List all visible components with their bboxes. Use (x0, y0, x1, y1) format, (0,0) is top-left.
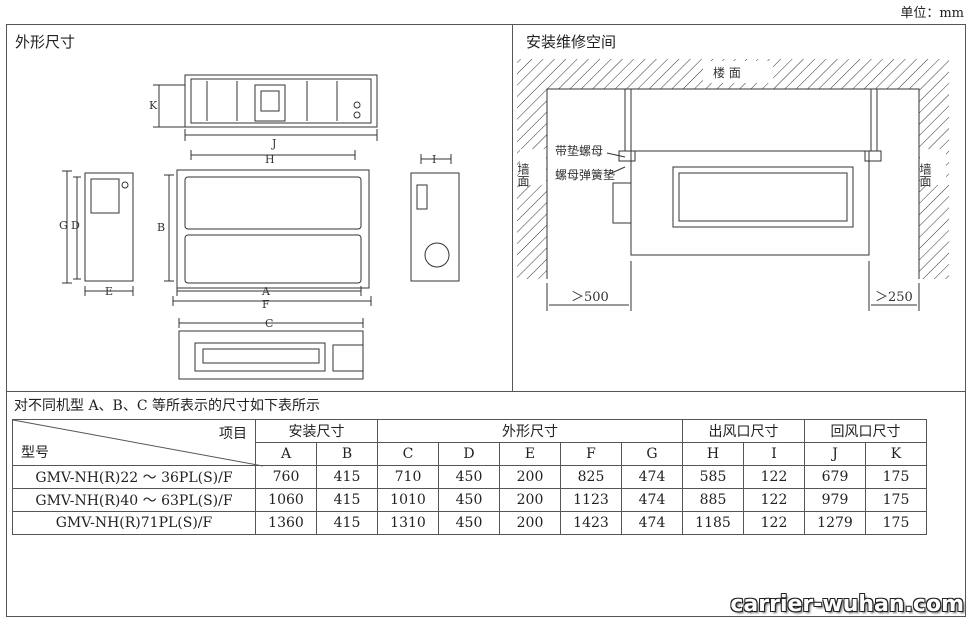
wall-right-label: 墙面 (918, 163, 932, 187)
col-header: F (560, 442, 622, 466)
bottom-view-body (178, 330, 364, 380)
value-cell: 825 (560, 465, 622, 489)
nut-spring-label: 螺母弹簧垫 (555, 167, 615, 182)
dim-b: B (157, 221, 165, 234)
col-header: I (743, 442, 805, 466)
group-install: 安装尺寸 (255, 419, 378, 443)
col-header: H (682, 442, 744, 466)
dim-i: I (432, 153, 436, 166)
dim-k: K (149, 99, 158, 112)
col-header: C (377, 442, 439, 466)
value-cell: 175 (865, 465, 927, 489)
value-cell: 200 (499, 465, 561, 489)
col-header: A (255, 442, 317, 466)
group-return: 回风口尺寸 (804, 419, 927, 443)
model-cell: GMV-NH(R)22 ～ 36PL(S)/F (12, 465, 256, 489)
value-cell: 122 (743, 511, 805, 535)
value-cell: 1279 (804, 511, 866, 535)
outline-dimensions-title: 外形尺寸 (15, 33, 76, 51)
value-cell: 450 (438, 511, 500, 535)
value-cell: 122 (743, 465, 805, 489)
value-cell: 1010 (377, 488, 439, 512)
value-cell: 679 (804, 465, 866, 489)
value-cell: 1423 (560, 511, 622, 535)
front-view-body (176, 169, 370, 289)
col-header: E (499, 442, 561, 466)
section-divider-horizontal (7, 391, 965, 392)
value-cell: 175 (865, 488, 927, 512)
group-outlet: 出风口尺寸 (682, 419, 805, 443)
col-header: D (438, 442, 500, 466)
dim-h: H (265, 153, 275, 166)
value-cell: 1310 (377, 511, 439, 535)
value-cell: 760 (255, 465, 317, 489)
value-cell: 200 (499, 511, 561, 535)
dim-d: D (71, 219, 80, 232)
dim-c: C (265, 317, 273, 330)
dim-a: A (261, 285, 271, 298)
dim-j: J (271, 137, 276, 150)
value-cell: 450 (438, 465, 500, 489)
value-cell: 415 (316, 465, 378, 489)
value-cell: 1185 (682, 511, 744, 535)
corner-cell: 项目 型号 (12, 419, 264, 467)
value-cell: 979 (804, 488, 866, 512)
unit-label: 单位：mm (900, 6, 964, 21)
group-outline: 外形尺寸 (377, 419, 683, 443)
dim-e: E (105, 285, 113, 298)
value-cell: 415 (316, 488, 378, 512)
side-view-body (84, 172, 134, 282)
value-cell: 885 (682, 488, 744, 512)
col-header: B (316, 442, 378, 466)
section-divider (512, 25, 513, 391)
col-header: J (804, 442, 866, 466)
model-cell: GMV-NH(R)71PL(S)/F (12, 511, 256, 535)
col-header: K (865, 442, 927, 466)
value-cell: 450 (438, 488, 500, 512)
left-clearance-label: ＞500 (571, 290, 609, 305)
table-row: GMV-NH(R)40 ～ 63PL(S)/F 1060 415 1010 45… (12, 488, 927, 512)
table-note: 对不同机型 A、B、C 等所表示的尺寸如下表所示 (14, 398, 321, 414)
value-cell: 1123 (560, 488, 622, 512)
value-cell: 710 (377, 465, 439, 489)
value-cell: 122 (743, 488, 805, 512)
installation-drawing: 楼 面 墙面 墙面 带垫螺母 螺母弹簧垫 ＞500 ＞250 (516, 59, 949, 311)
value-cell: 474 (621, 488, 683, 512)
end-view-body (410, 172, 460, 282)
value-cell: 1060 (255, 488, 317, 512)
value-cell: 175 (865, 511, 927, 535)
model-cell: GMV-NH(R)40 ～ 63PL(S)/F (12, 488, 256, 512)
value-cell: 1360 (255, 511, 317, 535)
top-view-body (184, 74, 378, 128)
dim-g: G (59, 219, 68, 232)
value-cell: 585 (682, 465, 744, 489)
wall-left-label: 墙面 (516, 163, 530, 187)
corner-model-label: 型号 (21, 445, 49, 461)
col-header: G (621, 442, 683, 466)
right-clearance-label: ＞250 (875, 290, 913, 305)
value-cell: 200 (499, 488, 561, 512)
table-row: GMV-NH(R)71PL(S)/F 1360 415 1310 450 200… (12, 511, 927, 535)
dimension-table: 项目 型号 安装尺寸 外形尺寸 出风口尺寸 回风口尺寸 A B C D E F … (12, 419, 927, 535)
floor-label: 楼 面 (713, 65, 741, 80)
drawing-frame: 外形尺寸 安装维修空间 K J H B A F G (6, 24, 966, 617)
value-cell: 474 (621, 465, 683, 489)
value-cell: 415 (316, 511, 378, 535)
washer-nut-label: 带垫螺母 (555, 143, 603, 158)
table-row: GMV-NH(R)22 ～ 36PL(S)/F 760 415 710 450 … (12, 465, 927, 489)
installation-space-title: 安装维修空间 (526, 33, 617, 51)
outline-drawing: K J H B A F G D E I C (59, 74, 460, 380)
corner-item-label: 项目 (219, 426, 247, 442)
value-cell: 474 (621, 511, 683, 535)
watermark: carrier-wuhan.com (730, 592, 964, 617)
dim-f: F (262, 298, 270, 311)
